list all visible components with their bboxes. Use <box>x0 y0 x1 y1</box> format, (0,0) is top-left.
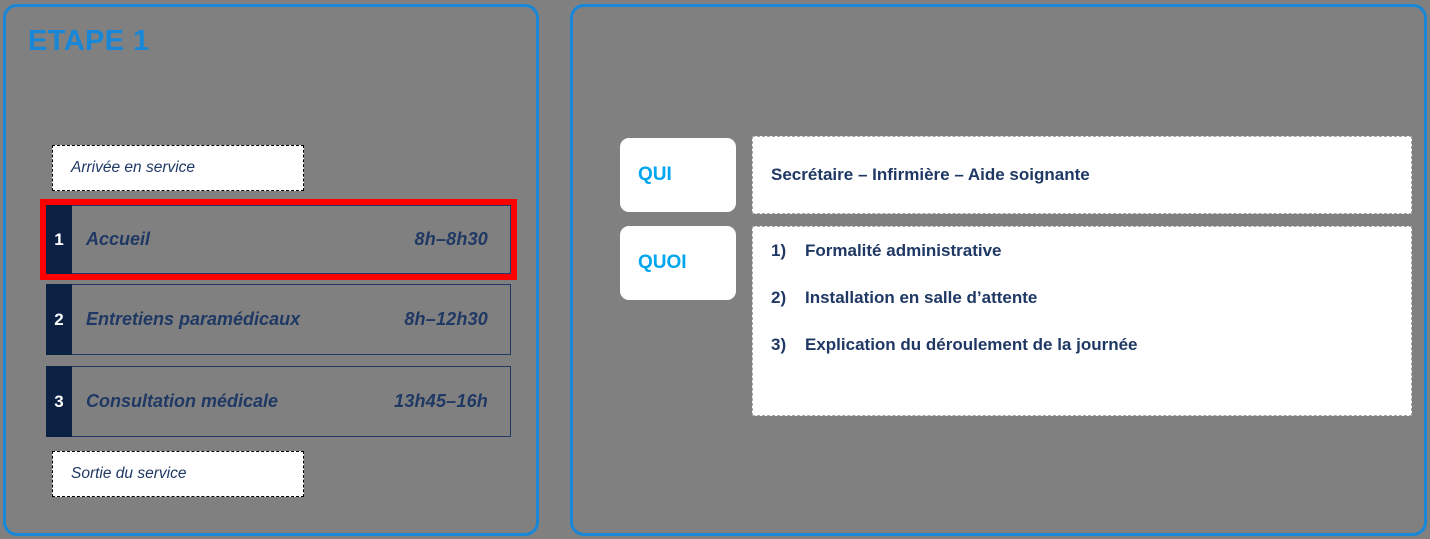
end-terminator-box: Sortie du service <box>52 451 304 497</box>
step-body: Entretiens paramédicaux 8h–12h30 <box>72 284 511 355</box>
step-body: Accueil 8h–8h30 <box>72 205 511 274</box>
page-title: ETAPE 1 <box>28 25 150 57</box>
step-time: 8h–8h30 <box>414 229 488 249</box>
list-item-number: 3) <box>771 335 787 354</box>
start-terminator-label: Arrivée en service <box>71 159 196 176</box>
step-label: Consultation médicale <box>86 391 279 411</box>
step-body: Consultation médicale 13h45–16h <box>72 366 511 437</box>
step-label: Entretiens paramédicaux <box>86 309 301 329</box>
list-item-text: Formalité administrative <box>805 241 1002 260</box>
step-row[interactable]: 2 Entretiens paramédicaux 8h–12h30 <box>46 284 511 355</box>
list-item-number: 1) <box>771 241 787 260</box>
step-row-inner: 2 Entretiens paramédicaux 8h–12h30 <box>46 284 511 355</box>
step-number-tab: 1 <box>46 205 72 274</box>
list-item-number: 2) <box>771 288 787 307</box>
qui-value-box: Secrétaire – Infirmière – Aide soignante <box>752 136 1412 214</box>
step-number-tab: 3 <box>46 366 72 437</box>
step-row[interactable]: 3 Consultation médicale 13h45–16h <box>46 366 511 437</box>
step-time: 8h–12h30 <box>404 309 488 329</box>
step-time: 13h45–16h <box>394 391 488 411</box>
qui-key-label: QUI <box>638 164 672 185</box>
step-label: Accueil <box>86 229 151 249</box>
etape-1-panel: ETAPE 1 Arrivée en service 1 Accueil 8h–… <box>3 4 539 536</box>
list-item-text: Installation en salle d’attente <box>805 288 1038 307</box>
quoi-key-label: QUOI <box>638 252 687 273</box>
list-item: 1) Formalité administrative <box>771 241 1393 261</box>
quoi-key-box: QUOI <box>620 226 736 300</box>
qui-value-text: Secrétaire – Infirmière – Aide soignante <box>771 165 1090 184</box>
start-terminator-box: Arrivée en service <box>52 145 304 191</box>
list-item-text: Explication du déroulement de la journée <box>805 335 1138 354</box>
list-item: 3) Explication du déroulement de la jour… <box>771 335 1393 355</box>
quoi-value-box: 1) Formalité administrative 2) Installat… <box>752 226 1412 416</box>
step-number-tab: 2 <box>46 284 72 355</box>
step-row-inner: 3 Consultation médicale 13h45–16h <box>46 366 511 437</box>
step-row[interactable]: 1 Accueil 8h–8h30 <box>40 199 517 280</box>
end-terminator-label: Sortie du service <box>71 465 187 482</box>
step-row-inner: 1 Accueil 8h–8h30 <box>46 205 511 274</box>
qui-key-box: QUI <box>620 138 736 212</box>
list-item: 2) Installation en salle d’attente <box>771 288 1393 308</box>
